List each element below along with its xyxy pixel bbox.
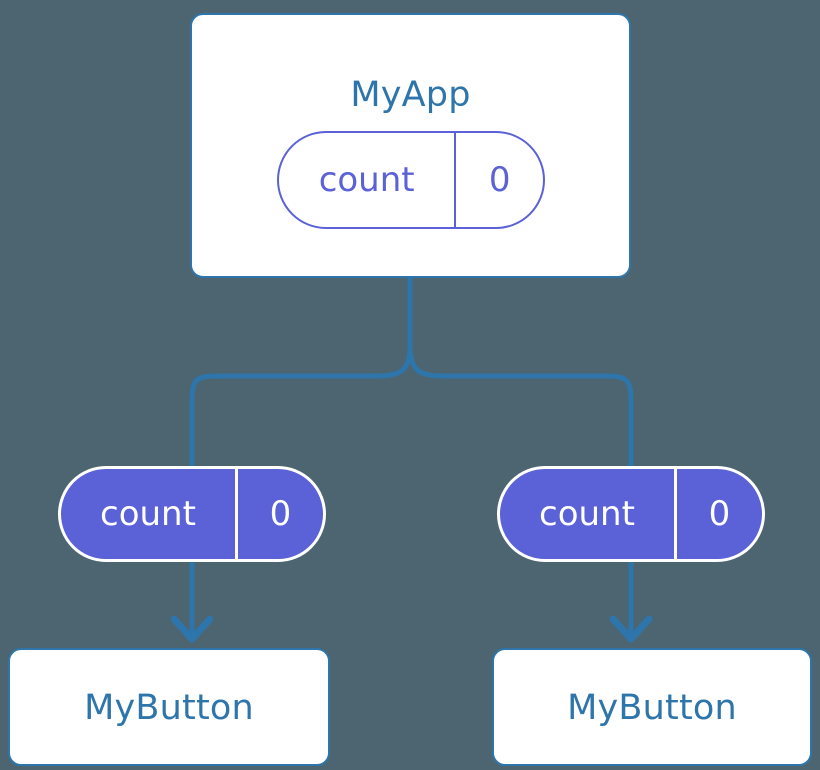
prop-value-label: 0 [234, 469, 323, 559]
prop-pill-right-count[interactable]: count 0 [497, 466, 765, 562]
prop-pill-left-count[interactable]: count 0 [58, 466, 326, 562]
state-key-label: count [318, 160, 415, 200]
prop-value-label: 0 [673, 469, 762, 559]
component-label-mybutton-right: MyButton [567, 688, 737, 728]
state-value-label: 0 [454, 133, 543, 227]
arrowhead-left-icon [170, 615, 214, 643]
component-label-myapp: MyApp [350, 75, 471, 115]
component-label-mybutton-left: MyButton [84, 688, 254, 728]
component-card-mybutton-left[interactable]: MyButton [8, 648, 330, 766]
prop-key-label: count [100, 494, 196, 534]
component-card-mybutton-right[interactable]: MyButton [492, 648, 812, 766]
prop-key-label: count [539, 494, 635, 534]
edge-fork-left [189, 342, 413, 469]
arrowhead-right-icon [609, 615, 653, 643]
edge-fork-right [407, 342, 634, 469]
state-pill-myapp-count[interactable]: count 0 [277, 131, 545, 229]
